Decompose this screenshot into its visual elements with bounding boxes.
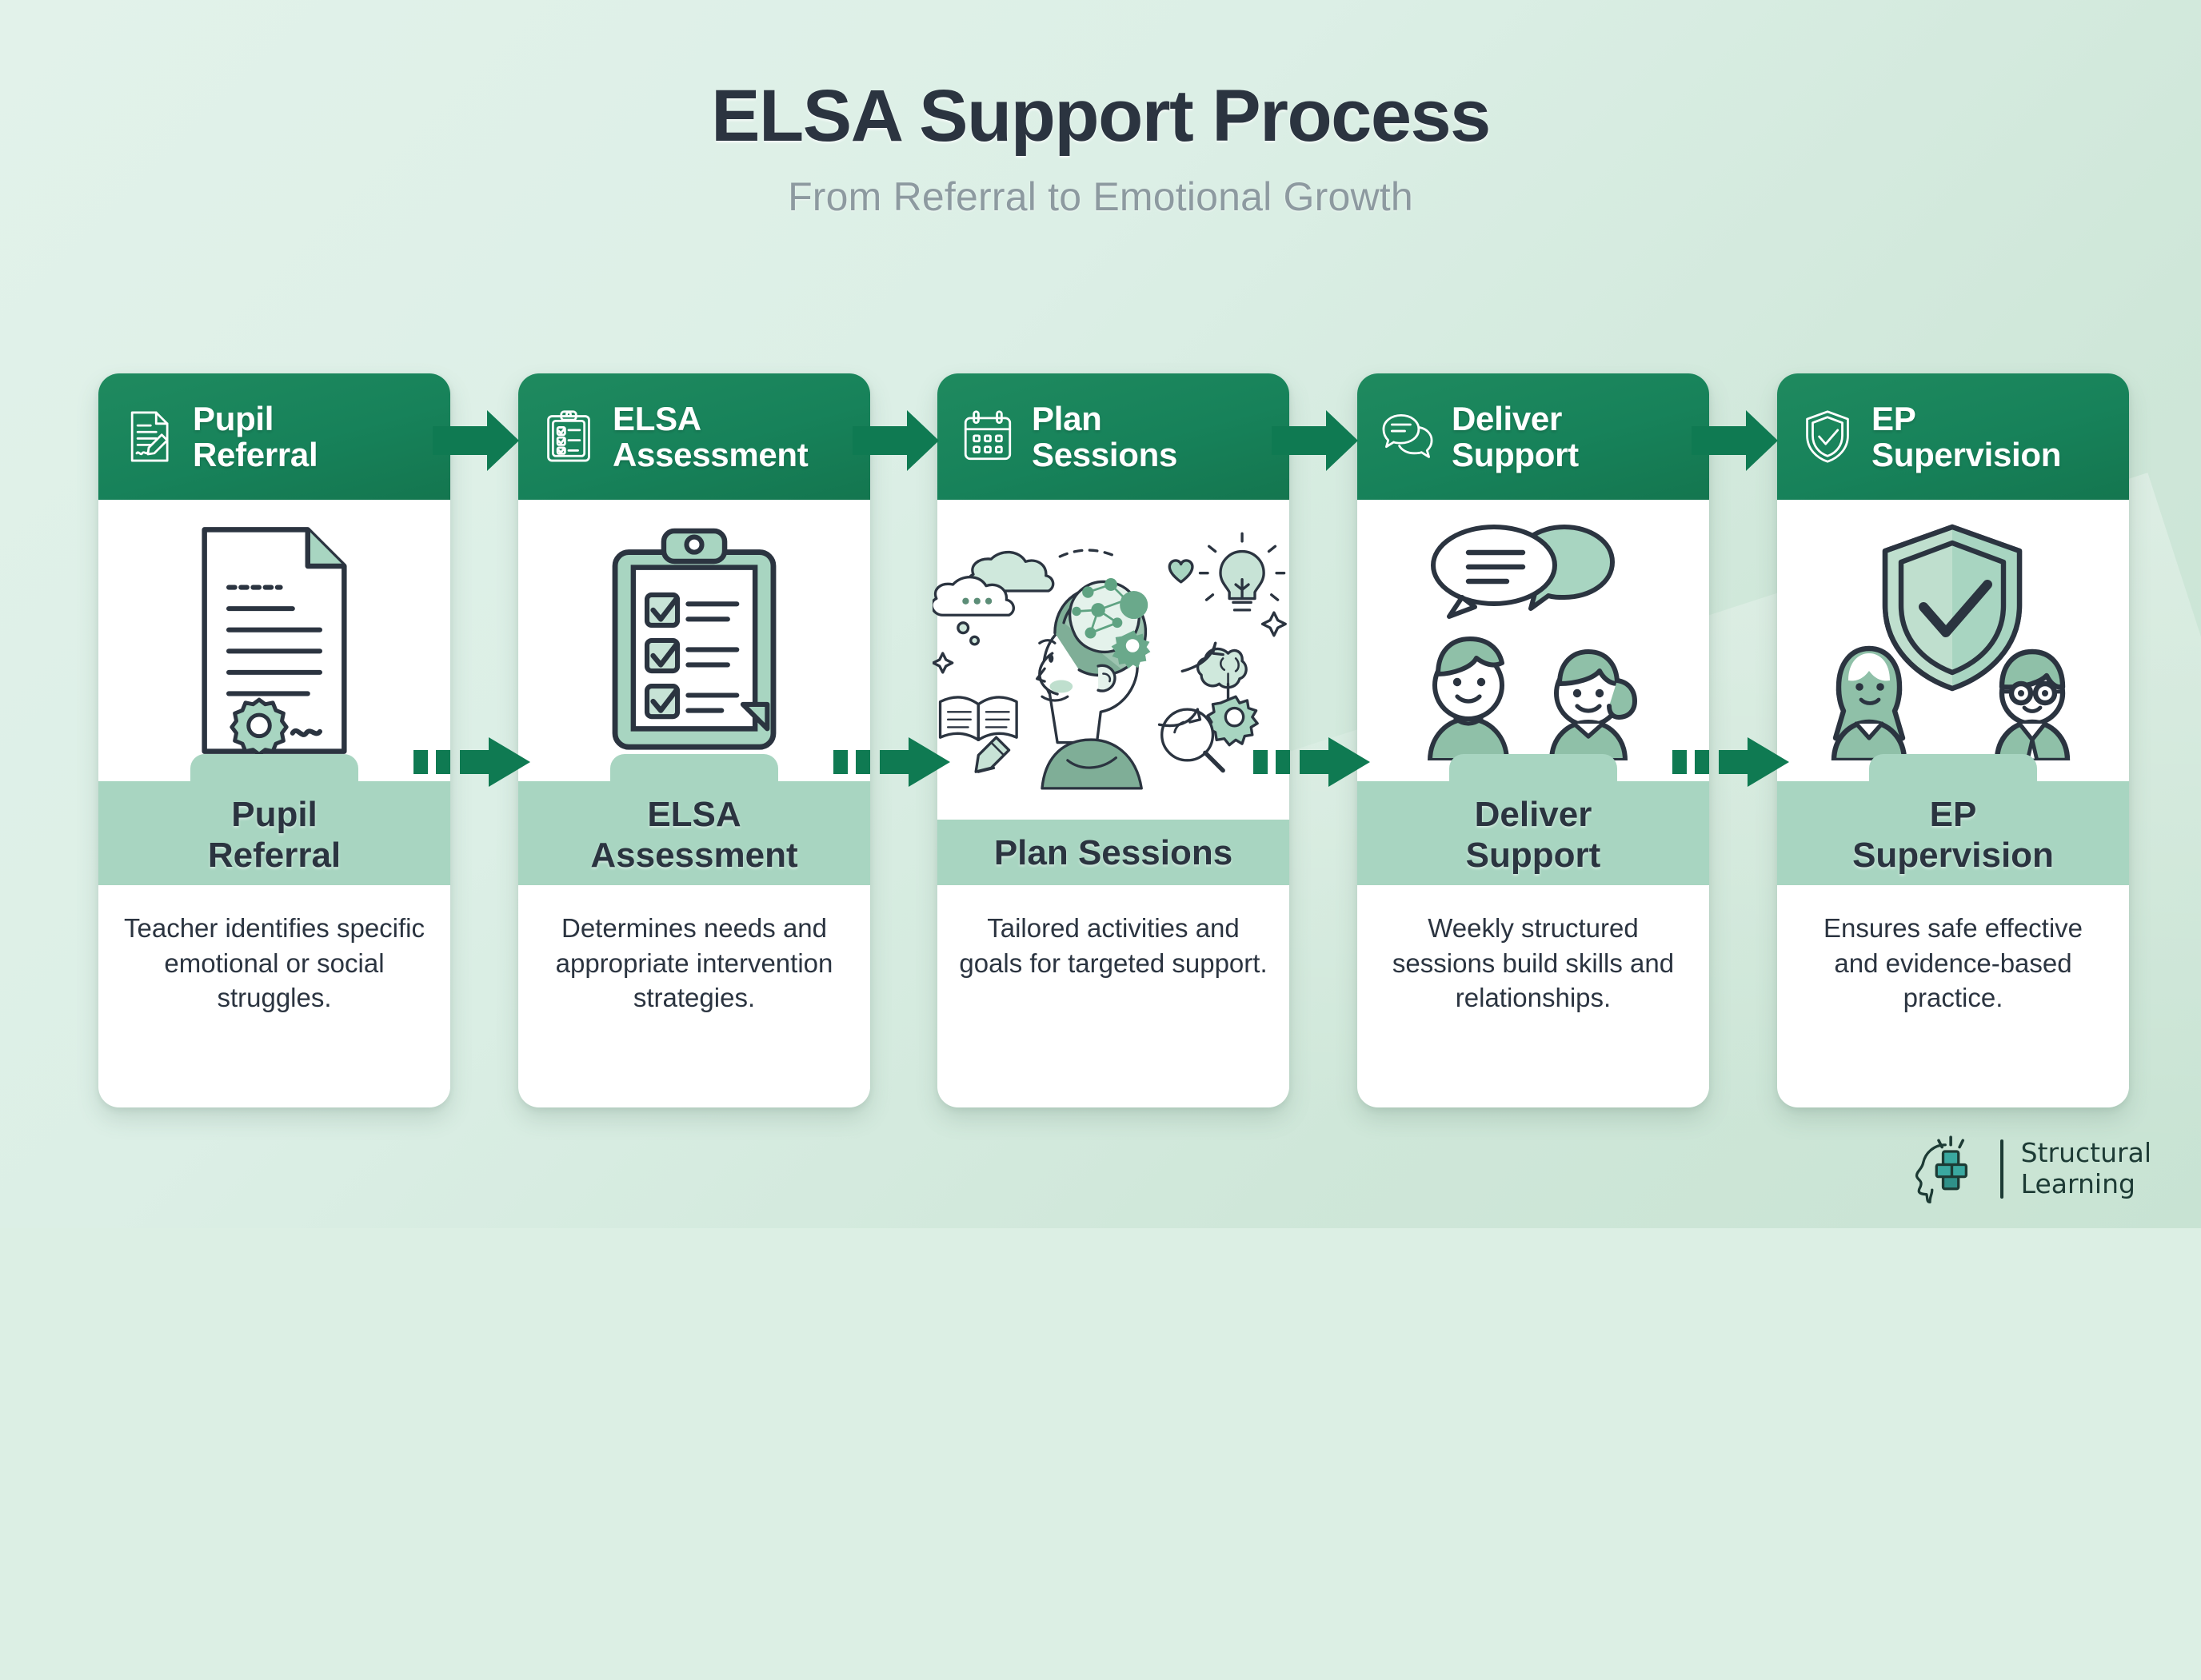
clipboard-checklist-icon	[539, 407, 598, 466]
connector-arrow-bottom-1	[413, 737, 533, 787]
step-header: Pupil Referral	[98, 373, 450, 500]
logo-line1: Structural	[2020, 1137, 2151, 1169]
speech-bubbles-icon	[1378, 407, 1437, 466]
step-card-deliver-support[interactable]: Deliver Support	[1357, 373, 1709, 1107]
step-description: Weekly structured sessions build skills …	[1392, 913, 1675, 1013]
page-title: ELSA Support Process	[711, 75, 1491, 157]
child-brain-ideas-illustration	[933, 500, 1289, 820]
logo-line2: Learning	[2020, 1168, 2135, 1199]
header-title-line2: Referral	[193, 436, 318, 473]
infographic-canvas: ELSA Support Process From Referral to Em…	[0, 0, 2201, 1228]
step-header: EP Supervision	[1777, 373, 2129, 500]
step-title-line1: EP	[1929, 795, 1977, 834]
step-title: Pupil Referral	[98, 781, 450, 876]
step-card-elsa-assessment[interactable]: ELSA Assessment	[518, 373, 870, 1107]
step-title-line1: Pupil	[231, 795, 318, 834]
step-title-line2: Assessment	[590, 836, 798, 876]
header-title-line2: Sessions	[1032, 436, 1178, 473]
band-tab	[190, 754, 358, 784]
step-description: Determines needs and appropriate interve…	[555, 913, 833, 1013]
step-band: Deliver Support	[1357, 754, 1709, 885]
step-band: Plan Sessions	[937, 820, 1289, 885]
band-tab	[1449, 754, 1617, 784]
brand-logo[interactable]: Structural Learning	[1912, 1134, 2151, 1204]
header-title-line1: ELSA	[613, 399, 701, 437]
header-title-line2: Supervision	[1871, 436, 2062, 473]
step-title-line2: Supervision	[1852, 836, 2054, 876]
step-header: ELSA Assessment	[518, 373, 870, 500]
header-title-line1: EP	[1871, 399, 1916, 437]
connector-arrow-bottom-4	[1672, 737, 1792, 787]
step-title-line1: ELSA	[647, 795, 741, 834]
page-subtitle: From Referral to Emotional Growth	[788, 174, 1413, 220]
step-title-line1: Plan Sessions	[993, 833, 1233, 872]
step-band: EP Supervision	[1777, 754, 2129, 885]
header-title-line1: Deliver	[1452, 399, 1562, 437]
calendar-icon	[958, 407, 1017, 466]
two-children-speech-illustration	[1357, 500, 1709, 781]
step-header-title: Plan Sessions	[1032, 399, 1178, 473]
step-card-plan-sessions[interactable]: Plan Sessions	[933, 373, 1289, 1107]
page-header: ELSA Support Process From Referral to Em…	[0, 75, 2201, 220]
step-header: Plan Sessions	[937, 373, 1289, 500]
step-description: Teacher identifies specific emotional or…	[123, 913, 425, 1013]
clipboard-checklist-illustration	[518, 500, 870, 781]
shield-check-two-adults-illustration	[1777, 500, 2129, 781]
connector-arrow-top-4	[1692, 401, 1794, 481]
logo-wordmark: Structural Learning	[2020, 1137, 2151, 1200]
step-header-title: ELSA Assessment	[613, 399, 809, 473]
document-pencil-icon	[119, 407, 178, 466]
header-title-line2: Support	[1452, 436, 1579, 473]
logo-divider	[1999, 1139, 2003, 1199]
step-header: Deliver Support	[1357, 373, 1709, 500]
step-band: Pupil Referral	[98, 754, 450, 885]
connector-arrow-bottom-3	[1253, 737, 1373, 787]
header-title-line2: Assessment	[613, 436, 809, 473]
header-title-line1: Plan	[1032, 399, 1102, 437]
step-title: ELSA Assessment	[518, 781, 870, 876]
connector-arrow-top-3	[1272, 401, 1374, 481]
connector-arrow-top-1	[433, 401, 535, 481]
band-tab	[610, 754, 778, 784]
process-steps-row: Pupil Referral	[0, 373, 2201, 1117]
step-title: Deliver Support	[1357, 781, 1709, 876]
connector-arrow-top-2	[853, 401, 955, 481]
head-puzzle-icon	[1912, 1134, 1983, 1204]
step-header-title: EP Supervision	[1871, 399, 2062, 473]
step-card-ep-supervision[interactable]: EP Supervision	[1777, 373, 2129, 1107]
header-title-line1: Pupil	[193, 399, 274, 437]
connector-arrow-bottom-2	[833, 737, 953, 787]
certificate-document-illustration	[98, 500, 450, 781]
step-title-line2: Referral	[207, 836, 342, 876]
step-title-line2: Support	[1465, 836, 1601, 876]
step-band: ELSA Assessment	[518, 754, 870, 885]
shield-check-icon	[1798, 407, 1857, 466]
step-title-line1: Deliver	[1474, 795, 1592, 834]
step-description: Ensures safe effective and evidence-base…	[1823, 913, 2083, 1013]
step-header-title: Pupil Referral	[193, 399, 318, 473]
band-tab	[1869, 754, 2037, 784]
step-header-title: Deliver Support	[1452, 399, 1579, 473]
step-description: Tailored activities and goals for target…	[959, 913, 1268, 978]
step-card-pupil-referral[interactable]: Pupil Referral	[98, 373, 450, 1107]
step-title: EP Supervision	[1777, 781, 2129, 876]
step-title: Plan Sessions	[937, 820, 1289, 873]
